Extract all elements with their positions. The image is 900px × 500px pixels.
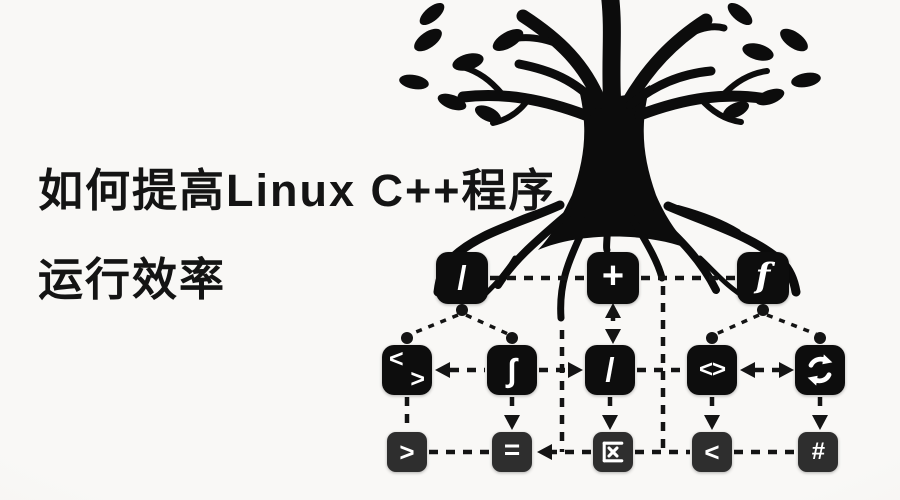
tree-leaves [399, 2, 821, 123]
node-less-than: < [692, 432, 732, 472]
page-title-line1: 如何提高Linux C++程序 [38, 165, 556, 216]
node-refresh [795, 345, 845, 395]
node-slash-mid: / [585, 345, 635, 395]
tree-trunk [538, 85, 692, 250]
node-hash: # [798, 432, 838, 472]
equals-symbol: = [503, 434, 521, 465]
slash-symbol: / [605, 350, 615, 388]
node-greater-than: > [387, 432, 427, 472]
angle-brackets-symbol: <> [698, 356, 726, 383]
node-slash-top: / [436, 252, 488, 304]
cjk-qu-icon [602, 441, 624, 463]
tree-branches [457, 0, 773, 126]
page-title-line2: 运行效率 [38, 254, 227, 305]
node-cjk-qu [593, 432, 633, 472]
connector-slash-to-integral [465, 313, 509, 336]
node-less-greater: < > [382, 345, 432, 395]
less-greater-symbol: < > [389, 345, 425, 393]
node-function-f: f [737, 252, 789, 304]
connector-f-to-refresh [766, 313, 817, 336]
node-integral: ∫ [487, 345, 537, 395]
connector-f-to-anglebrackets [715, 313, 760, 336]
hash-symbol: # [811, 438, 825, 465]
less-symbol: < [704, 437, 720, 467]
refresh-icon [807, 354, 833, 386]
function-symbol: f [755, 256, 771, 296]
slash-symbol: / [457, 258, 467, 296]
connector-slash-to-lessgreater [410, 313, 459, 336]
plus-symbol: + [601, 255, 625, 297]
node-angle-brackets: <> [687, 345, 737, 395]
node-plus: + [587, 252, 639, 304]
integral-symbol: ∫ [507, 352, 517, 388]
arrowheads [435, 303, 828, 460]
node-equals: = [492, 432, 532, 472]
greater-symbol: > [399, 437, 415, 467]
junction-dots [401, 304, 826, 344]
